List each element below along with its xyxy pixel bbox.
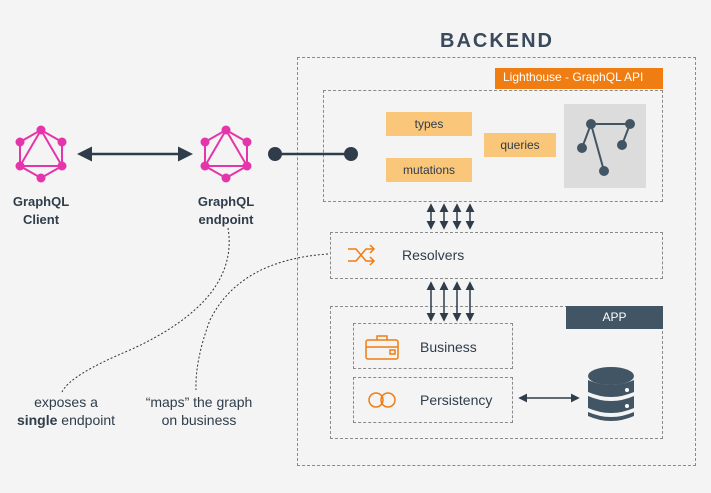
backend-title: BACKEND [440,30,554,52]
endpoint-label: GraphQL endpoint [186,193,266,229]
client-label-line2: Client [22,212,60,227]
maps-note-line2: on business [161,412,237,428]
endpoint-note-line2: single endpoint [8,411,124,429]
client-label-line1: GraphQL [12,194,70,209]
graphql-client-logo [14,124,68,184]
graph-panel [564,104,646,188]
endpoint-note-bold: single [16,412,58,428]
endpoint-label-line1: GraphQL [197,194,255,209]
maps-note: “maps” the graph on business [134,393,264,429]
shuffle-icon [348,244,376,266]
maps-note-line1: “maps” the graph [145,394,253,410]
backend-box [297,57,696,466]
queries-chip: queries [484,133,556,157]
graphql-endpoint-logo [199,124,253,184]
chain-icon [368,392,396,408]
client-label: GraphQL Client [6,193,76,229]
endpoint-label-line2: endpoint [198,212,254,227]
briefcase-icon [365,335,399,360]
endpoint-link-dot-left [268,147,282,161]
endpoint-note: exposes a single endpoint [8,393,124,429]
resolvers-label: Resolvers [402,247,465,263]
business-box [353,323,513,369]
app-box [330,306,663,439]
app-badge: APP [566,306,663,329]
resolvers-box [330,232,663,279]
types-chip: types [386,112,472,136]
business-label: Business [420,339,477,355]
endpoint-note-connector [61,227,230,393]
lighthouse-badge: Lighthouse - GraphQL API [495,68,663,89]
database-icon [588,367,634,421]
persistency-box [353,377,513,423]
mutations-chip: mutations [386,158,472,182]
graph-icon [577,119,635,176]
persistency-label: Persistency [420,392,493,408]
schema-box [323,90,663,202]
maps-note-connector [195,253,329,391]
resolvers-app-arrows [426,281,475,322]
endpoint-note-line1: exposes a [34,394,98,410]
endpoint-note-rest: endpoint [57,412,116,428]
endpoint-link-dot-right [344,147,358,161]
schema-resolvers-arrows [426,203,475,230]
